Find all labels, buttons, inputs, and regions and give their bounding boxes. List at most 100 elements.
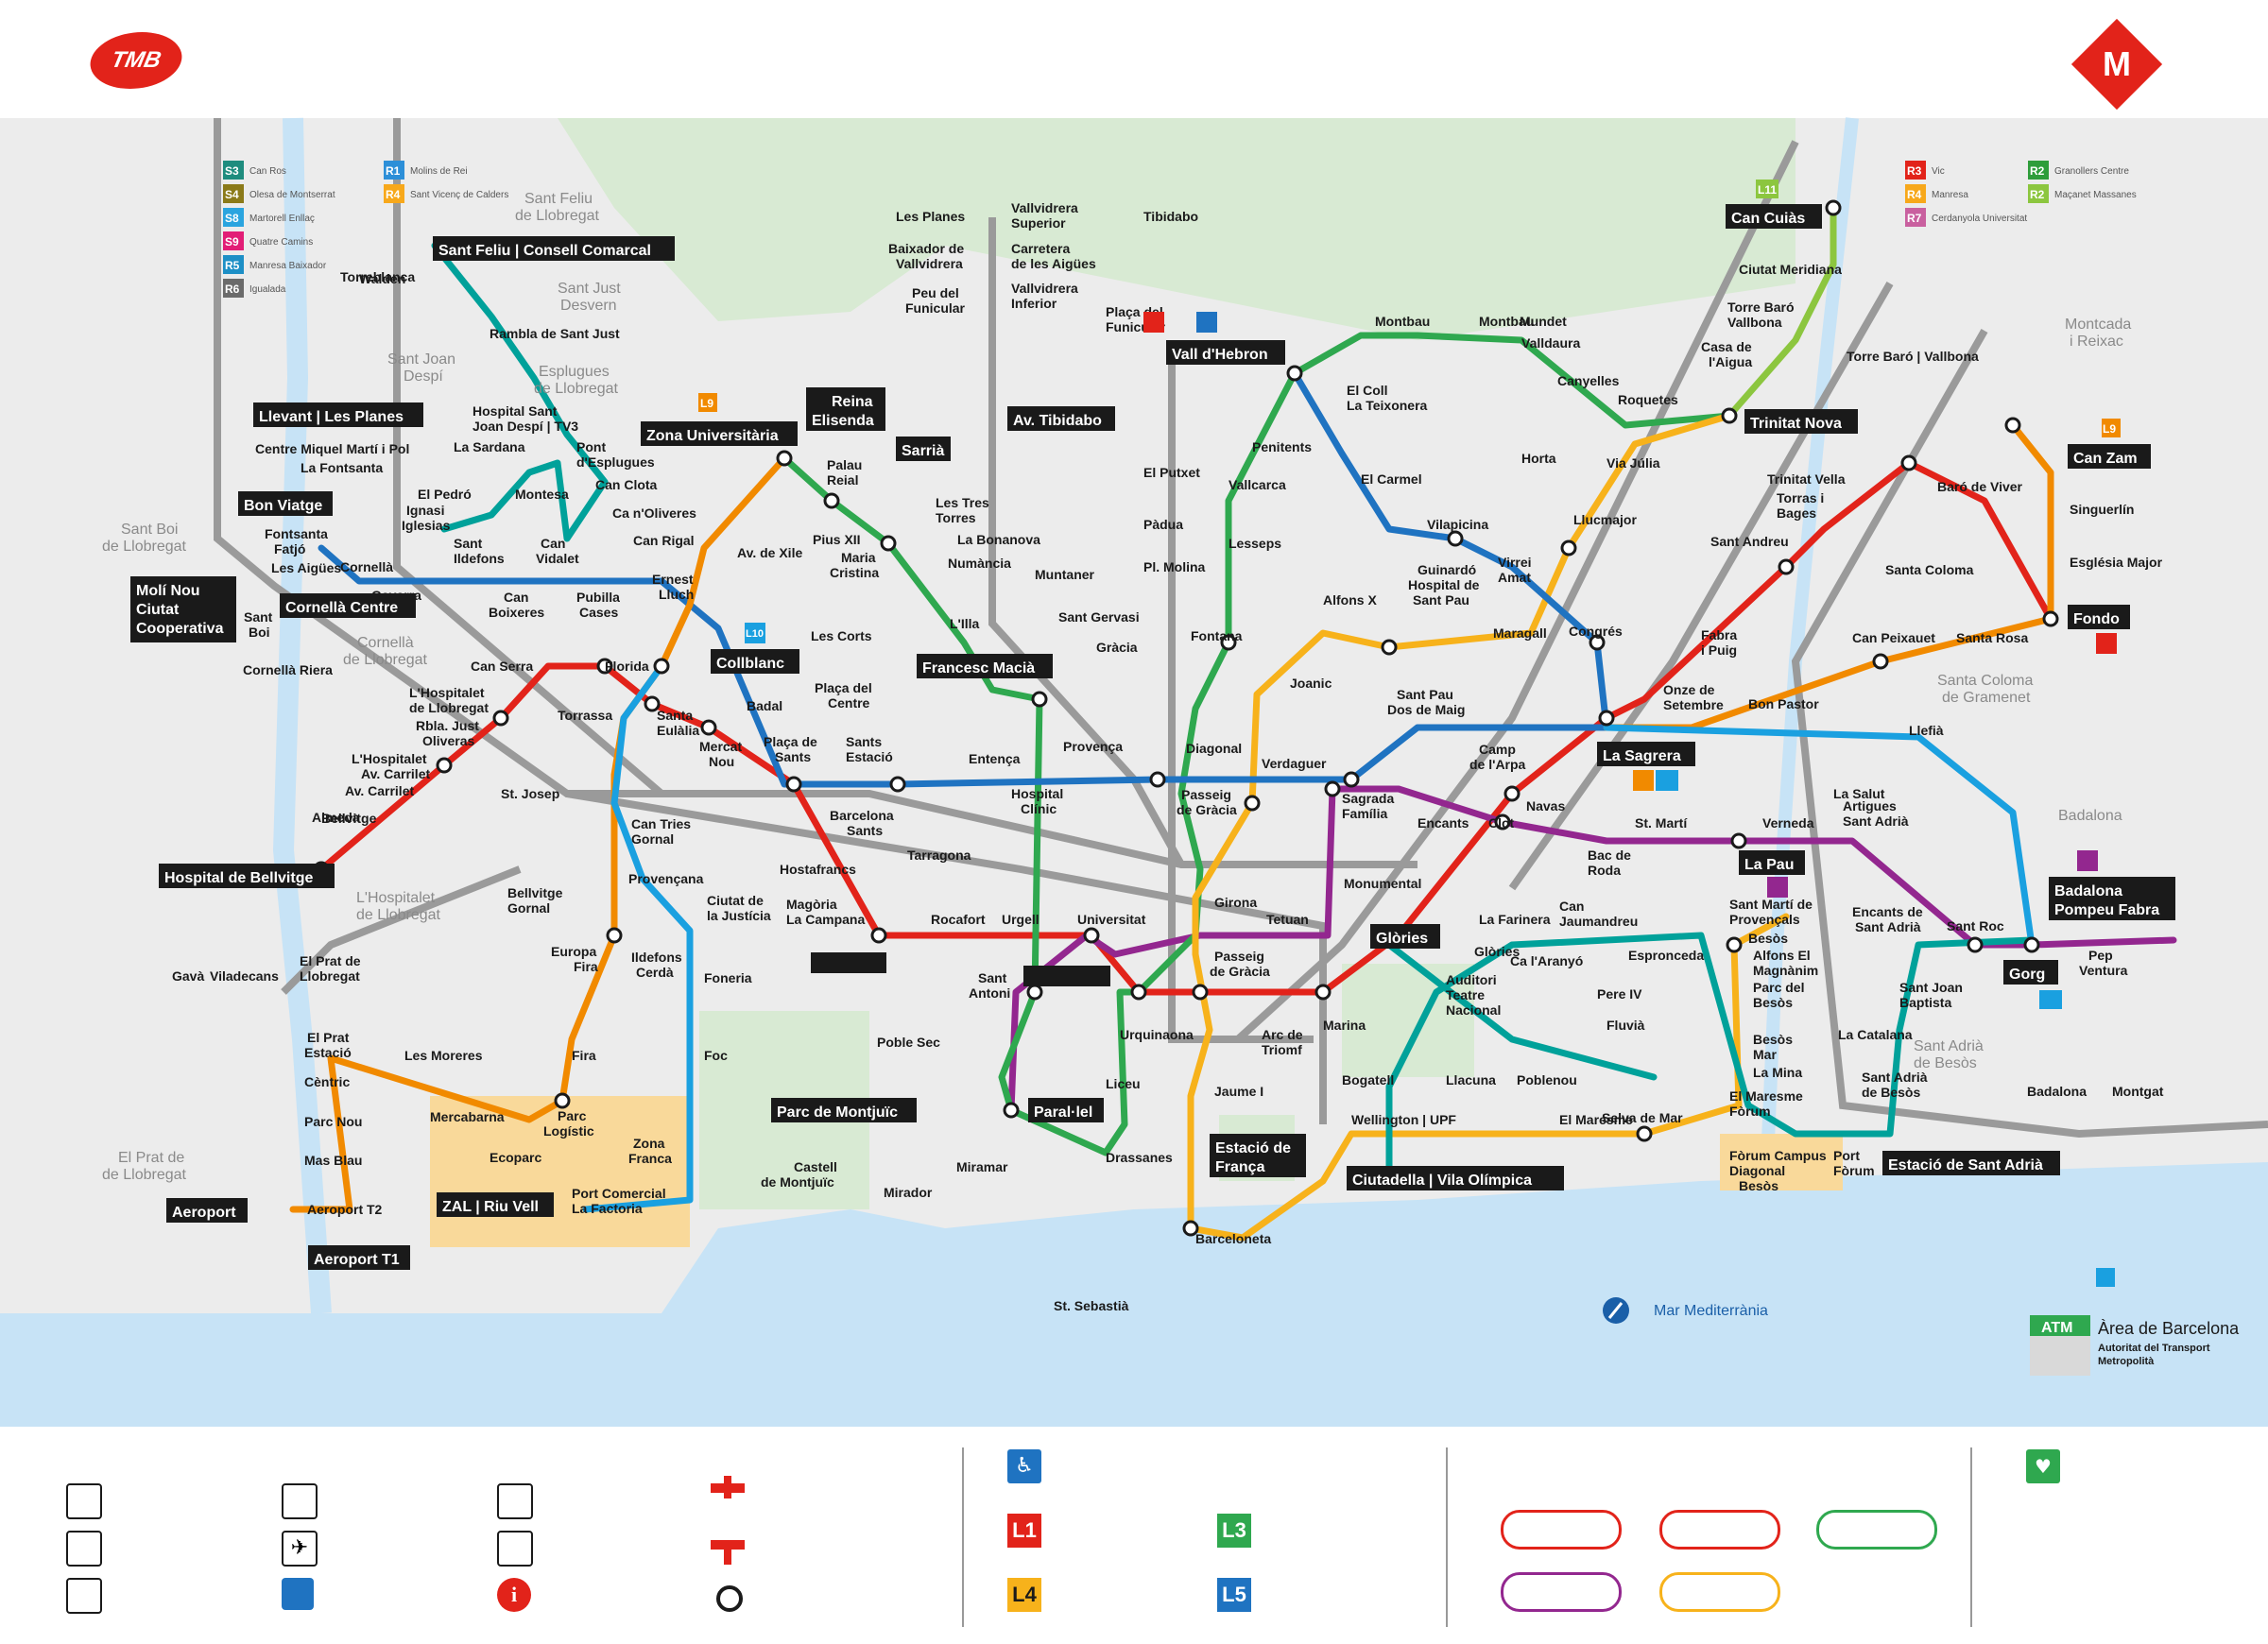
svg-text:Les Corts: Les Corts [811,628,872,643]
svg-text:Maria: Maria [841,550,876,565]
svg-text:Diagonal: Diagonal [1729,1163,1785,1178]
svg-text:de Llobregat: de Llobregat [534,381,619,397]
legend-line-chip [2028,184,2049,203]
svg-text:Estació de: Estació de [1215,1140,1291,1156]
svg-text:de Besòs: de Besòs [1914,1055,1977,1071]
svg-text:Port: Port [1833,1148,1860,1163]
svg-text:Ecoparc: Ecoparc [490,1150,541,1165]
svg-text:Cornellà Riera: Cornellà Riera [243,662,333,677]
svg-text:La Catalana: La Catalana [1838,1027,1913,1042]
svg-text:Via Júlia: Via Júlia [1606,455,1660,471]
svg-text:Estació: Estació [304,1045,352,1060]
svg-text:Pep: Pep [2088,948,2113,963]
svg-text:Fontana: Fontana [1191,628,1243,643]
svg-text:La Mina: La Mina [1753,1065,1802,1080]
transfer-pill [1659,1572,1780,1612]
legend-line-code: S8 [225,212,239,225]
svg-text:Vallcarca: Vallcarca [1228,477,1286,492]
svg-text:Roda: Roda [1588,863,1621,878]
line-tram2 [1385,941,1658,1081]
svg-text:Sant Adrià: Sant Adrià [1862,1070,1928,1085]
svg-text:Estació de Sant Adrià: Estació de Sant Adrià [1888,1157,2043,1173]
svg-text:Francesc Macià: Francesc Macià [922,660,1035,676]
svg-text:Sagrada: Sagrada [1342,791,1394,806]
svg-text:Guinardó: Guinardó [1418,562,1476,577]
atm-logo: ATM Àrea de Barcelona Autoritat del Tran… [2030,1315,2240,1376]
svg-text:Tarragona: Tarragona [907,848,971,863]
svg-text:Plaça de: Plaça de [764,734,817,749]
legend-line-code: R4 [1907,188,1922,201]
svg-text:L'Hospitalet: L'Hospitalet [352,751,427,766]
svg-text:de Llobregat: de Llobregat [343,652,428,668]
svg-text:Fluvià: Fluvià [1606,1018,1645,1033]
legend-divider [962,1447,964,1627]
svg-text:Almeda: Almeda [312,810,360,825]
svg-text:Sant: Sant [244,609,273,625]
svg-text:Sants: Sants [847,823,883,838]
svg-text:Llacuna: Llacuna [1446,1072,1496,1087]
svg-text:de Besòs: de Besòs [1862,1085,1920,1100]
svg-text:Mercabarna: Mercabarna [430,1109,505,1124]
svg-text:Santa Coloma: Santa Coloma [1937,673,2033,689]
legend-line-chip [1905,184,1926,203]
svg-text:Cornellà Centre: Cornellà Centre [285,600,398,616]
svg-text:Hospital: Hospital [1011,786,1063,801]
svg-text:Montbau: Montbau [1479,314,1534,329]
svg-text:Gavà: Gavà [172,968,204,984]
svg-text:Les Tres: Les Tres [936,495,989,510]
svg-text:Sant Feliu: Sant Feliu [524,191,593,207]
svg-text:Barceloneta: Barceloneta [1195,1231,1271,1246]
legend-divider [1970,1447,1972,1627]
legend-line-chip [223,255,244,274]
svg-text:Verdaguer: Verdaguer [1262,756,1327,771]
svg-text:Rbla. Just: Rbla. Just [416,718,479,733]
metro-logo-text: M [2103,44,2131,83]
svg-text:de Llobregat: de Llobregat [356,907,441,923]
svg-text:Mas Blau: Mas Blau [304,1153,362,1168]
svg-text:Hospital de Bellvitge: Hospital de Bellvitge [164,870,313,886]
transfer-pill [1501,1510,1622,1550]
svg-text:St. Martí: St. Martí [1635,815,1688,831]
svg-text:Florida: Florida [605,659,649,674]
svg-text:Onze de: Onze de [1663,682,1715,697]
svg-text:de l'Arpa: de l'Arpa [1469,757,1526,772]
svg-text:Navas: Navas [1526,798,1565,813]
svg-text:Foneria: Foneria [704,970,752,985]
legend-line-code: R1 [386,164,401,178]
legend-line-chip [223,208,244,227]
svg-text:de Llobregat: de Llobregat [409,700,489,715]
svg-text:Plaça del: Plaça del [815,680,872,695]
bottom-legend: ✈ i ♿ L1 L3 L4 L5 ♥ [0,1427,2268,1644]
svg-text:Fòrum: Fòrum [1833,1163,1875,1178]
svg-text:Walden: Walden [359,271,405,286]
svg-text:Sant Pau: Sant Pau [1397,687,1453,702]
svg-text:Baró de Viver: Baró de Viver [1937,479,2023,494]
svg-text:Rambla de Sant Just: Rambla de Sant Just [490,326,620,341]
svg-text:Rocafort: Rocafort [931,912,986,927]
svg-text:Can Cuiàs: Can Cuiàs [1731,211,1805,227]
svg-text:Bon Viatge: Bon Viatge [244,498,322,514]
svg-text:Fòrum: Fòrum [1729,1104,1771,1119]
svg-text:d'Esplugues: d'Esplugues [576,454,655,470]
svg-text:L'Illa: L'Illa [950,616,980,631]
svg-text:Iglesias: Iglesias [402,518,451,533]
svg-text:Estació: Estació [846,749,893,764]
svg-text:Torrassa: Torrassa [558,708,612,723]
svg-text:Av. Carrilet: Av. Carrilet [345,783,414,798]
svg-text:Ciutat de: Ciutat de [707,893,764,908]
svg-text:Sant Joan: Sant Joan [387,351,455,368]
rail-lines [214,118,2268,1139]
metro-lines [289,204,2177,1242]
svg-text:Torreblanca: Torreblanca [340,269,415,284]
svg-text:Sant Boi: Sant Boi [121,522,178,538]
svg-text:ATM: ATM [2041,1320,2072,1336]
svg-text:Les Aigües: Les Aigües [271,560,341,575]
legend-line-destination: Vic [1932,166,1945,177]
forum-zone [1720,1134,1843,1190]
svg-text:Sants: Sants [846,734,882,749]
legend-line-destination: Cerdanyola Universitat [1932,214,2027,224]
svg-text:Sant Gervasi: Sant Gervasi [1058,609,1140,625]
svg-text:Torres: Torres [936,510,976,525]
svg-text:L9: L9 [700,397,713,410]
svg-text:La Sagrera: La Sagrera [1603,748,1681,764]
